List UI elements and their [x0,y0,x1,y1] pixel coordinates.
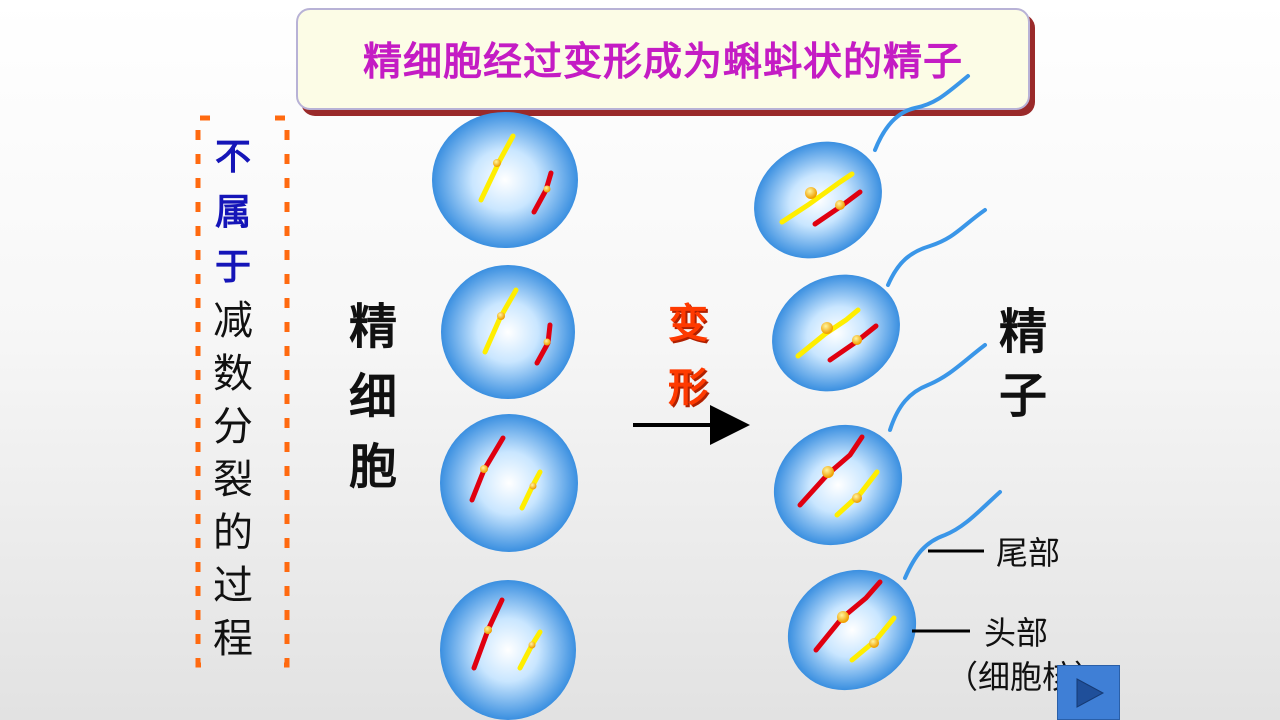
slide-title: 精细胞经过变形成为蝌蚪状的精子 [362,40,963,85]
note-char: 减 [213,298,253,344]
note-char: 的 [213,510,253,556]
sperm-4 [787,490,1002,691]
label-char: 形 [668,365,708,411]
spermatid-2 [441,265,575,399]
sperm-label: 精 子 [995,300,1051,428]
play-triangle-icon [1076,677,1104,708]
sperm-3 [773,343,987,546]
title-box: 精细胞经过变形成为蝌蚪状的精子 [296,8,1030,110]
not-meiosis-note: 不 属 于 减 数 分 裂 的 过 程 [205,130,261,666]
head-label: 头部 [984,614,1049,652]
note-char: 属 [214,191,251,233]
label-char: 胞 [348,439,397,495]
label-char: 变 [668,301,708,347]
label-char: 精 [998,304,1047,360]
note-char: 不 [214,136,251,178]
spermatid-4 [440,580,576,720]
next-slide-button[interactable] [1057,665,1120,720]
spermatid-3 [440,414,578,552]
note-char: 分 [213,404,253,450]
label-char: 精 [348,299,397,355]
note-char: 过 [213,563,253,609]
sperm-1 [754,74,970,259]
note-char: 裂 [213,457,253,503]
tail-label: 尾部 [996,534,1061,572]
spermatid-label: 精 细 胞 [345,292,401,502]
note-char: 数 [213,351,253,397]
transform-label: 变 形 [656,292,720,420]
spermatid-1 [432,112,578,248]
label-char: 子 [998,368,1047,424]
sperm-2 [772,208,987,392]
label-char: 细 [348,369,397,425]
dashed-bracket [195,115,290,668]
note-char: 程 [213,616,253,662]
note-char: 于 [214,246,251,288]
